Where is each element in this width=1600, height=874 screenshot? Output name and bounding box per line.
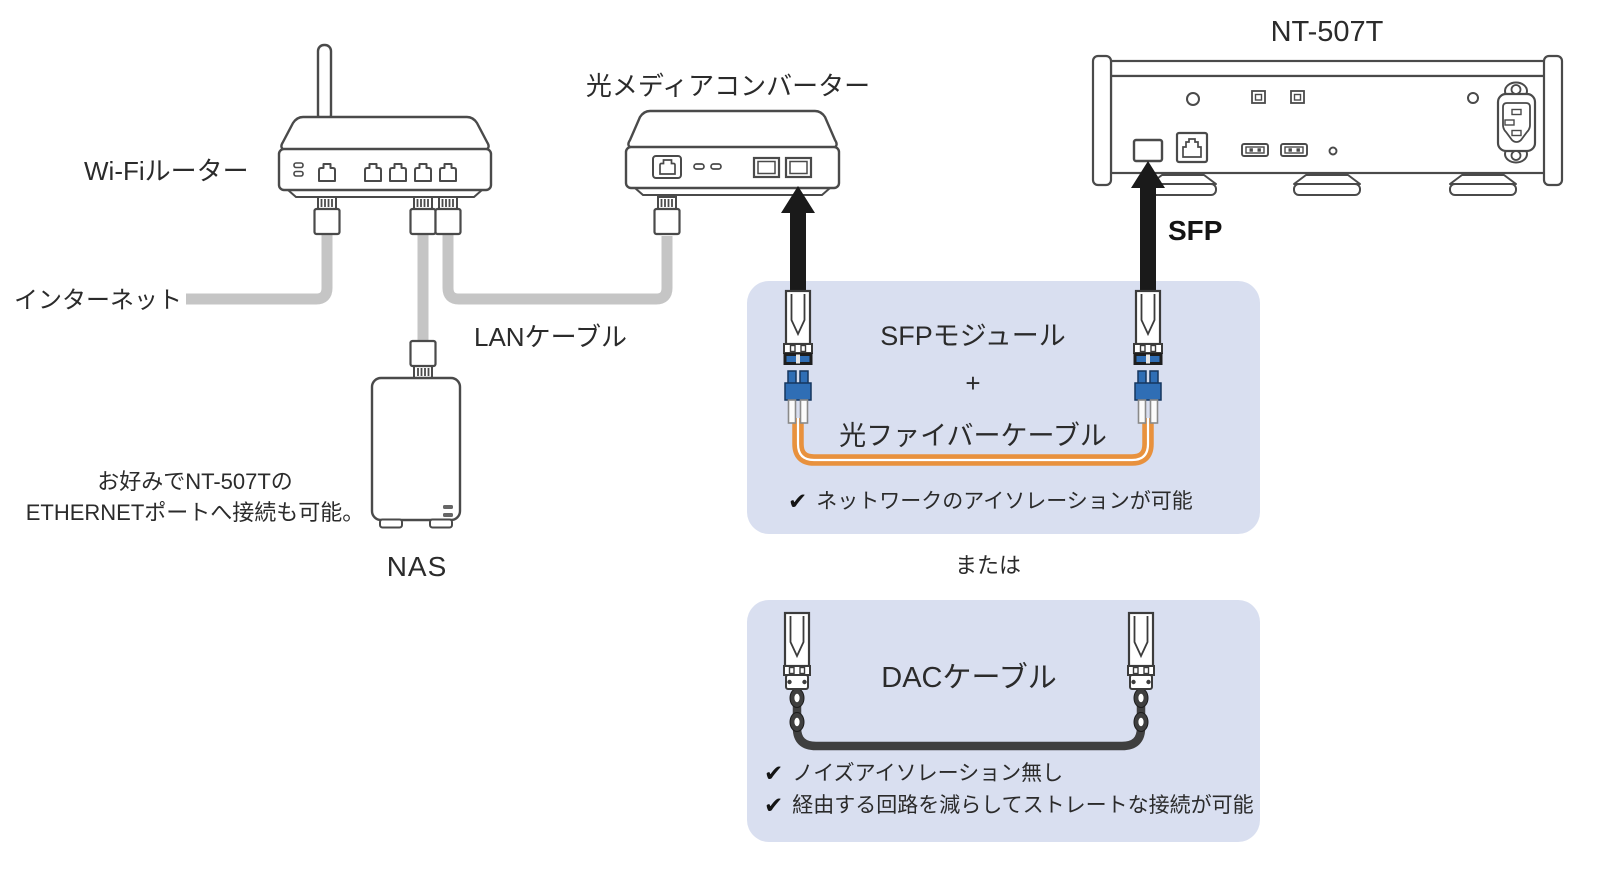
dac-cable-title: DACケーブル [881,662,1057,694]
nas-note-line2: ETHERNETポートへ接続も可能。 [25,500,365,526]
sfp-module-box [747,281,1260,534]
converter-connection-arrow [781,186,815,291]
converter-led [693,163,705,170]
nas-label: NAS [386,551,448,582]
nt507t-rear-panel-graphic [1091,54,1564,196]
sfp-port-label: SFP [1168,215,1223,246]
dac-cable-graphic [789,686,1149,751]
sfp-module-graphic [782,289,814,367]
dac-benefit1-text: ノイズアイソレーション無し [792,762,1064,785]
reset-hole [1328,146,1338,156]
usb-port [1280,143,1308,157]
ac-power-inlet [1496,81,1537,164]
nas-graphic [370,376,462,529]
optical-out-port [1290,90,1305,104]
usb-port [1241,143,1269,157]
nas-led [443,513,453,517]
fiber-cable-text: 光ファイバーケーブル [839,421,1107,451]
converter-led [710,163,722,170]
check-icon: ✔ [764,792,784,818]
nt507t-ethernet-port [1175,131,1209,164]
router-led [293,162,304,169]
dac-plug [782,611,812,691]
sfp-module-text: SFPモジュール [880,321,1066,351]
wifi-router-label: Wi-Fiルーター [84,156,249,186]
optical-media-converter-graphic [624,109,841,196]
check-icon: ✔ [764,760,784,786]
check-icon: ✔ [788,488,808,514]
fiber-cable-graphic [792,418,1154,466]
nt507t-connection-arrow [1131,161,1165,291]
converter-sfp-port [752,156,781,179]
dac-cable-box [747,600,1260,842]
rj45-plug [434,195,462,236]
lan-cable-label: LANケーブル [474,322,628,352]
or-label: または [954,553,1022,578]
rj45-plug [409,195,437,236]
device-foot [1449,174,1517,196]
dac-benefit2-text: 経由する回路を減らしてストレートな接続が可能 [792,794,1254,817]
sfp-module-graphic [1132,289,1164,367]
optical-converter-label: 光メディアコンバーター [585,71,871,101]
lc-connector [1134,370,1162,424]
router-led [293,170,304,177]
internet-label: インターネット [14,287,182,314]
plus-sign: + [965,368,981,398]
nas-led [443,505,453,509]
nas-note-line1: お好みでNT-507Tの [97,469,293,494]
internet-cable [186,234,333,305]
screw-hole [1186,92,1200,106]
lan-cable [442,234,673,305]
rj45-plug [409,339,437,380]
converter-sfp-port [784,156,813,179]
nas-note: お好みでNT-507Tの ETHERNETポートへ接続も可能。 [26,466,365,528]
dac-plug [1126,611,1156,691]
sfp-benefit-text: ネットワークのアイソレーションが可能 [816,490,1193,513]
wifi-router-graphic [277,43,493,198]
rj45-plug [313,195,341,236]
rj45-plug [653,195,681,236]
dac-benefit-row: ✔ 経由する回路を減らしてストレートな接続が可能 [764,793,1254,819]
screw-hole [1467,92,1479,104]
nt507t-sfp-port [1132,138,1164,163]
sfp-box-caption: SFPモジュール + 光ファイバーケーブル [839,314,1107,453]
sfp-benefit-row: ✔ ネットワークのアイソレーションが可能 [788,489,1193,515]
device-foot [1293,174,1361,196]
nt507t-label: NT-507T [1270,16,1384,48]
dac-benefit-row: ✔ ノイズアイソレーション無し [764,761,1063,787]
lc-connector [784,370,812,424]
optical-out-port [1251,90,1266,104]
router-antenna [316,43,333,123]
